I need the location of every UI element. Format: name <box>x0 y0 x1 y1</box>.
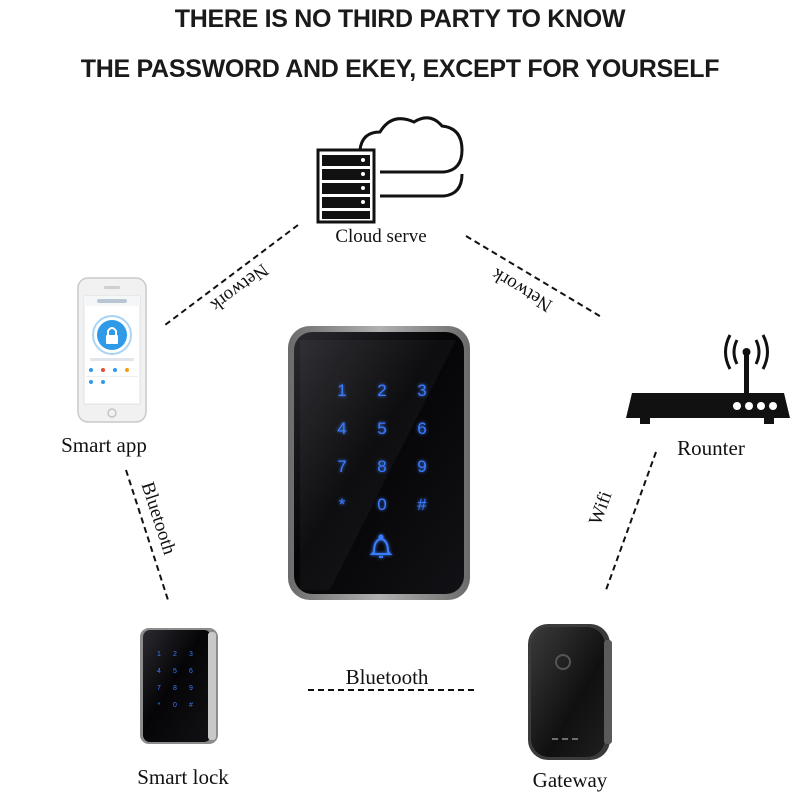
smart-lock-label: Smart lock <box>137 765 229 789</box>
smart-app-label: Smart app <box>61 433 147 457</box>
doorbell-icon <box>369 534 393 558</box>
link-label-cloud-router: Network <box>488 263 556 315</box>
cloud-server-icon <box>316 116 464 224</box>
gateway-label: Gateway <box>533 768 608 792</box>
keypad-key-9: 9 <box>417 457 426 476</box>
lock-key-star: * <box>158 702 161 709</box>
lock-key-5: 5 <box>173 668 177 675</box>
keypad-key-star: * <box>339 495 346 514</box>
link-label-app-lock: Bluetooth <box>137 479 180 557</box>
keypad-key-hash: # <box>417 495 427 514</box>
link-cloud-router <box>465 235 604 319</box>
keypad-key-3: 3 <box>417 381 426 400</box>
keypad-keys: 1 2 3 4 5 6 7 8 9 * 0 # <box>337 381 427 514</box>
router-icon <box>626 334 790 424</box>
keypad-key-0: 0 <box>377 495 386 514</box>
cloud-serve-label: Cloud serve <box>335 226 426 247</box>
link-router-gateway <box>605 451 657 591</box>
keypad-key-1: 1 <box>337 381 346 400</box>
link-app-lock <box>125 469 169 601</box>
keypad-key-7: 7 <box>337 457 346 476</box>
keypad-key-6: 6 <box>417 419 426 438</box>
lock-key-2: 2 <box>173 651 177 658</box>
keypad-device: 1 2 3 4 5 6 7 8 9 * 0 # <box>288 326 470 600</box>
headline-line-1: THERE IS NO THIRD PARTY TO KNOW <box>174 5 626 33</box>
keypad-key-4: 4 <box>337 419 346 438</box>
smartphone-app-icon <box>77 277 147 423</box>
link-label-lock-gateway: Bluetooth <box>346 665 429 689</box>
lock-key-1: 1 <box>157 651 161 658</box>
lock-key-4: 4 <box>157 668 161 675</box>
headline-line-2: THE PASSWORD AND EKEY, EXCEPT FOR YOURSE… <box>80 55 720 83</box>
keypad-key-8: 8 <box>377 457 386 476</box>
lock-key-9: 9 <box>189 685 193 692</box>
lock-key-0: 0 <box>173 702 177 709</box>
smart-lock-icon: 1 2 3 4 5 6 7 8 9 * 0 # <box>140 628 218 744</box>
lock-key-hash: # <box>189 702 193 709</box>
keypad-key-5: 5 <box>377 419 386 438</box>
lock-key-6: 6 <box>189 668 193 675</box>
lock-key-7: 7 <box>157 685 161 692</box>
router-label: Rounter <box>677 436 745 460</box>
gateway-icon <box>528 624 612 760</box>
lock-key-3: 3 <box>189 651 193 658</box>
lock-key-8: 8 <box>173 685 177 692</box>
link-label-router-gateway: Wifi <box>585 489 616 528</box>
link-cloud-app <box>164 224 299 326</box>
keypad-key-2: 2 <box>377 381 386 400</box>
